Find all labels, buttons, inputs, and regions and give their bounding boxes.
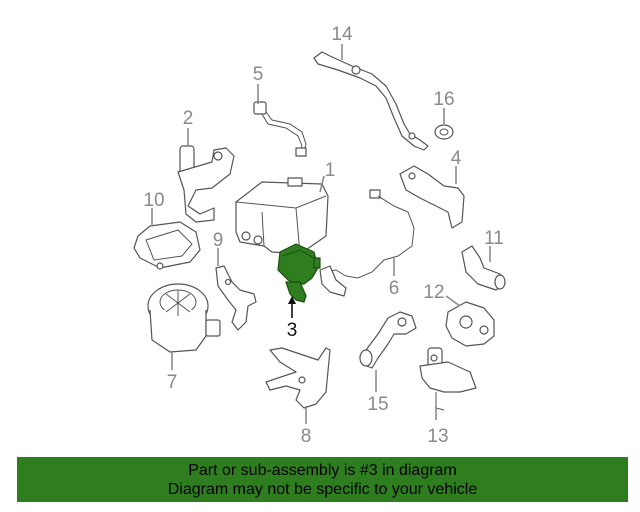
part-10-plate[interactable]	[133, 221, 201, 270]
callout-8[interactable]: 8	[301, 426, 312, 447]
part-2-bracket-assembly[interactable]	[177, 145, 235, 223]
part-8-bracket[interactable]	[265, 347, 331, 409]
banner-line-part: Part or sub-assembly is #3 in diagram	[188, 461, 457, 479]
callout-11[interactable]: 11	[484, 228, 504, 249]
callout-9[interactable]: 9	[213, 230, 224, 251]
part-12-valve[interactable]	[445, 301, 495, 347]
callout-labels: 14 5 16 2 1 4 10 9 11 6 12 3 7 15 8 13	[143, 24, 503, 447]
callout-1[interactable]: 1	[325, 160, 336, 181]
callout-5[interactable]: 5	[253, 64, 264, 85]
callout-16[interactable]: 16	[433, 89, 454, 110]
info-banner: Part or sub-assembly is #3 in diagram Di…	[17, 457, 628, 502]
callout-10[interactable]: 10	[143, 190, 164, 211]
callout-4[interactable]: 4	[451, 148, 462, 169]
callout-13[interactable]: 13	[427, 426, 448, 447]
banner-line-disclaimer: Diagram may not be specific to your vehi…	[167, 480, 478, 498]
part-9-bracket[interactable]	[215, 265, 257, 331]
callout-14[interactable]: 14	[331, 24, 353, 45]
callout-2[interactable]: 2	[183, 108, 194, 129]
part-6-oxygen-sensor[interactable]	[319, 189, 415, 297]
part-1-canister[interactable]	[235, 177, 329, 255]
callout-3[interactable]: 3	[287, 320, 298, 341]
part-4-bracket[interactable]	[399, 165, 465, 229]
callout-leaders	[151, 44, 491, 424]
part-16-grommet[interactable]	[434, 124, 454, 140]
part-7-pump[interactable]	[147, 283, 221, 353]
callout-7[interactable]: 7	[167, 372, 178, 393]
part-15-pipe[interactable]	[359, 311, 417, 369]
callout-12[interactable]: 12	[423, 282, 444, 303]
part-14-hose[interactable]	[313, 51, 429, 151]
parts-diagram: 14 5 16 2 1 4 10 9 11 6 12 3 7 15 8 13	[133, 24, 506, 447]
callout-15[interactable]: 15	[367, 394, 388, 415]
callout-6[interactable]: 6	[389, 278, 400, 299]
part-13-solenoid[interactable]	[419, 347, 477, 411]
part-3-vent-valve[interactable]	[277, 243, 321, 303]
part-11-hose[interactable]	[461, 245, 506, 291]
part-5-sensor[interactable]	[253, 101, 307, 157]
